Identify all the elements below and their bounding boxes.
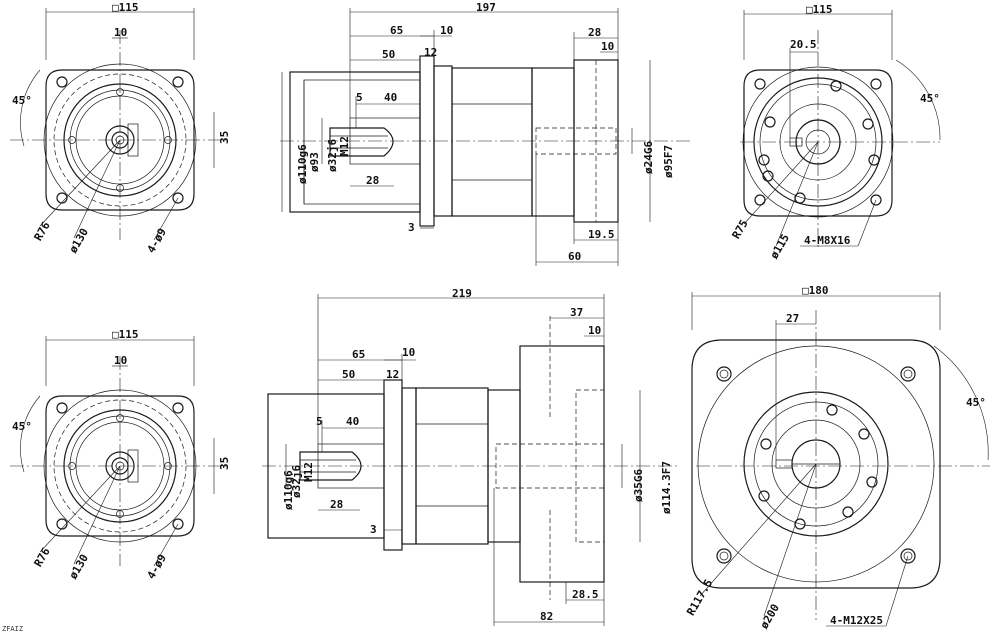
tl-height-label: 35 [218, 131, 231, 144]
tm-28r-label: 28 [588, 26, 601, 39]
bm-3-label: 3 [370, 523, 377, 536]
tm-phi93-label: ø93 [308, 152, 321, 172]
tm-40-label: 40 [384, 91, 397, 104]
bm-total-label: 219 [452, 287, 472, 300]
bm-10-label: 10 [402, 346, 415, 359]
tm-phi110-label: ø110g6 [296, 144, 309, 184]
view-bottom-middle: 219 37 10 65 10 50 12 5 40 28 3 28.5 82 … [262, 287, 680, 626]
tr-radius-label: R75 [730, 217, 751, 241]
bm-12-label: 12 [386, 368, 399, 381]
bm-37-label: 37 [570, 306, 583, 319]
tr-threads-label: 4-M8X16 [804, 234, 851, 247]
tm-10r-label: 10 [601, 40, 614, 53]
tm-10-label: 10 [440, 24, 453, 37]
bm-82-label: 82 [540, 610, 553, 623]
bm-50-label: 50 [342, 368, 355, 381]
br-radius-label: R117.5 [684, 577, 715, 618]
tr-square-label: □115 [806, 3, 833, 16]
tr-angle-label: 45° [920, 92, 940, 105]
bm-10r-label: 10 [588, 324, 601, 337]
tm-3-label: 3 [408, 221, 415, 234]
view-top-left: □115 10 45° 35 R76 ø130 4-ø9 [10, 1, 231, 255]
bm-m12-label: M12 [302, 462, 315, 482]
tl-square-label: □115 [112, 1, 139, 14]
bl-diameter-label: ø130 [67, 552, 92, 581]
bm-5-label: 5 [316, 415, 323, 428]
tl-diameter-label: ø130 [67, 226, 92, 255]
br-diameter-label: ø200 [758, 602, 783, 631]
view-bottom-right: □180 27 45° R117.5 ø200 4-M12X25 [684, 284, 990, 631]
tm-65-label: 65 [390, 24, 403, 37]
tm-phi32-label: ø32j6 [326, 139, 339, 172]
br-angle-label: 45° [966, 396, 986, 409]
br-threads-label: 4-M12X25 [830, 614, 883, 627]
tm-total-label: 197 [476, 1, 496, 14]
tm-phi95-label: ø95F7 [662, 145, 675, 178]
br-offset-label: 27 [786, 312, 799, 325]
bm-40-label: 40 [346, 415, 359, 428]
tm-50-label: 50 [382, 48, 395, 61]
bl-height-label: 35 [218, 457, 231, 470]
tm-5-label: 5 [356, 91, 363, 104]
bm-28-label: 28 [330, 498, 343, 511]
tm-12-label: 12 [424, 46, 437, 59]
tm-28-label: 28 [366, 174, 379, 187]
bm-phi32-label: ø32j6 [290, 465, 303, 498]
bm-28-5-label: 28.5 [572, 588, 599, 601]
tl-offset-label: 10 [114, 26, 127, 39]
tm-60-label: 60 [568, 250, 581, 263]
tm-phi24-label: ø24G6 [642, 141, 655, 174]
tm-m12-label: M12 [338, 136, 351, 156]
bl-square-label: □115 [112, 328, 139, 341]
bl-angle-label: 45° [12, 420, 32, 433]
tr-offset-label: 20.5 [790, 38, 817, 51]
tl-holes-label: 4-ø9 [145, 226, 170, 255]
tl-angle-label: 45° [12, 94, 32, 107]
view-top-middle: 197 65 10 50 12 28 10 5 40 28 3 19.5 60 … [280, 1, 690, 266]
bm-phi114-label: ø114.3F7 [660, 461, 673, 514]
tr-diameter-label: ø115 [768, 232, 793, 261]
corner-note: ZFAIZ [2, 625, 23, 633]
bl-holes-label: 4-ø9 [145, 552, 170, 581]
tm-19-5-label: 19.5 [588, 228, 615, 241]
bl-offset-label: 10 [114, 354, 127, 367]
br-square-label: □180 [802, 284, 829, 297]
bl-radius-label: R76 [32, 545, 53, 569]
bm-65-label: 65 [352, 348, 365, 361]
tl-radius-label: R76 [32, 219, 53, 243]
view-top-right: □115 20.5 45° R75 ø115 4-M8X16 [730, 3, 941, 261]
bm-phi35-label: ø35G6 [632, 469, 645, 502]
bm-phi110-label: ø110g6 [282, 470, 295, 510]
view-bottom-left: □115 10 45° 35 R76 ø130 4-ø9 [10, 328, 231, 581]
